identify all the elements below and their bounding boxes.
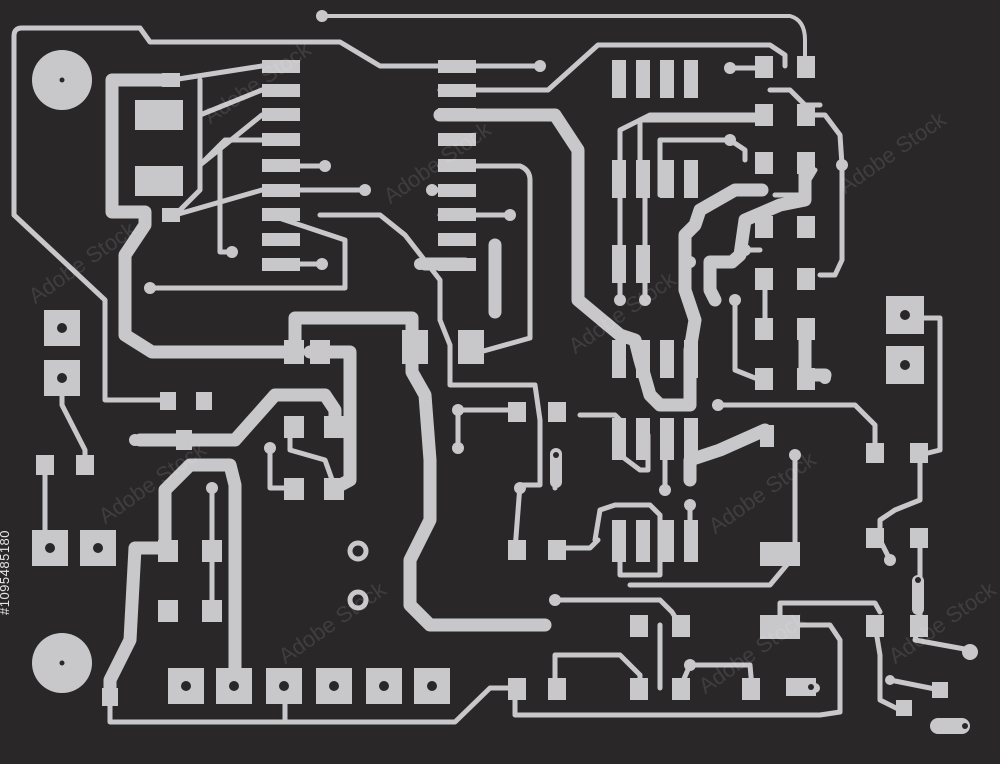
large-vias [347,540,369,611]
drill-holes [45,77,968,729]
copper-pads [32,50,970,734]
vias [129,10,978,693]
stock-id-label: #1095485180 [0,529,13,616]
